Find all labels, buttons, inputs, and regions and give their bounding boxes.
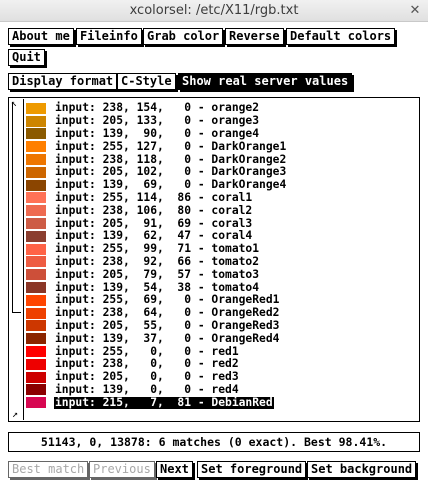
status-line: 51143, 0, 13878: 6 matches (0 exact). Be… — [8, 432, 420, 452]
list-item-text: input: 205, 55, 0 - OrangeRed3 — [55, 318, 280, 332]
set-background-button[interactable]: Set background — [307, 461, 417, 478]
list-item[interactable]: input: 255, 69, 0 - OrangeRed1 — [26, 294, 416, 307]
default-colors-button[interactable]: Default colors — [286, 28, 396, 45]
color-swatch — [26, 294, 46, 306]
list-item-text: input: 205, 102, 0 - DarkOrange3 — [55, 165, 287, 179]
color-swatch — [26, 371, 46, 383]
grab-color-button[interactable]: Grab color — [143, 28, 224, 45]
list-item-text: input: 139, 54, 38 - tomato4 — [55, 280, 260, 294]
color-swatch — [26, 128, 46, 140]
list-item[interactable]: input: 139, 37, 0 - OrangeRed4 — [26, 332, 416, 345]
list-item-text: input: 139, 62, 47 - coral4 — [55, 229, 253, 243]
color-swatch — [26, 346, 46, 358]
list-item-text: input: 238, 118, 0 - DarkOrange2 — [55, 152, 287, 166]
best-match-button[interactable]: Best match — [8, 461, 89, 478]
color-swatch — [26, 205, 46, 217]
color-swatch — [26, 397, 46, 409]
list-item[interactable]: input: 139, 62, 47 - coral4 — [26, 230, 416, 243]
list-item[interactable]: input: 139, 69, 0 - DarkOrange4 — [26, 179, 416, 192]
color-swatch — [26, 218, 46, 230]
color-swatch — [26, 230, 46, 242]
list-item-text: input: 238, 92, 66 - tomato2 — [55, 254, 260, 268]
list-item-text: input: 255, 0, 0 - red1 — [55, 344, 239, 358]
reverse-button[interactable]: Reverse — [225, 28, 284, 45]
color-swatch — [26, 115, 46, 127]
list-item[interactable]: input: 205, 133, 0 - orange3 — [26, 115, 416, 128]
scroll-top-icon: ↖ — [11, 98, 18, 109]
about-button[interactable]: About me — [8, 28, 74, 45]
scroll-bottom-icon: ↗ — [12, 409, 19, 420]
color-swatch — [26, 166, 46, 178]
color-swatch — [26, 256, 46, 268]
list-item-text: input: 255, 127, 0 - DarkOrange1 — [55, 139, 287, 153]
list-item-text: input: 238, 154, 0 - orange2 — [55, 101, 260, 115]
list-item[interactable]: input: 255, 99, 71 - tomato1 — [26, 243, 416, 256]
list-item-text: input: 139, 0, 0 - red4 — [55, 382, 239, 396]
window-title: xcolorsel: /etc/X11/rgb.txt — [129, 3, 299, 18]
list-item[interactable]: input: 238, 0, 0 - red2 — [26, 358, 416, 371]
color-swatch — [26, 154, 46, 166]
list-item-text: input: 238, 64, 0 - OrangeRed2 — [55, 306, 280, 320]
next-button[interactable]: Next — [156, 461, 193, 478]
color-swatch — [26, 243, 46, 255]
scrollbar-thumb[interactable] — [12, 103, 21, 313]
color-swatch — [26, 192, 46, 204]
list-item-text: input: 238, 0, 0 - red2 — [55, 357, 239, 371]
list-item[interactable]: input: 255, 114, 86 - coral1 — [26, 190, 416, 205]
color-swatch — [26, 307, 46, 319]
c-style-button[interactable]: C-Style — [117, 73, 176, 90]
list-item[interactable]: input: 238, 64, 0 - OrangeRed2 — [26, 307, 416, 320]
list-item[interactable]: input: 139, 54, 38 - tomato4 — [26, 281, 416, 294]
list-item[interactable]: input: 205, 0, 0 - red3 — [26, 371, 416, 384]
set-foreground-button[interactable]: Set foreground — [197, 461, 307, 478]
list-item-text: input: 205, 0, 0 - red3 — [55, 370, 239, 384]
color-swatch — [26, 269, 46, 281]
list-item[interactable]: input: 139, 90, 0 - orange4 — [26, 126, 416, 141]
color-swatch — [26, 102, 46, 114]
list-item[interactable]: input: 255, 127, 0 - DarkOrange1 — [26, 140, 416, 153]
list-item[interactable]: input: 205, 79, 57 - tomato3 — [26, 268, 416, 281]
list-item-text: input: 139, 69, 0 - DarkOrange4 — [55, 178, 287, 192]
list-item-text: input: 205, 79, 57 - tomato3 — [55, 267, 260, 281]
list-item-text: input: 215, 7, 81 - DebianRed — [54, 395, 274, 409]
display-format-button[interactable]: Display format — [8, 73, 118, 90]
color-swatch — [26, 384, 46, 396]
list-item-text: input: 205, 91, 69 - coral3 — [55, 216, 253, 230]
list-item[interactable]: input: 238, 118, 0 - DarkOrange2 — [26, 153, 416, 166]
show-real-values-toggle[interactable]: Show real server values — [178, 73, 353, 90]
list-item-text: input: 205, 133, 0 - orange3 — [55, 114, 260, 128]
list-item-text: input: 139, 37, 0 - OrangeRed4 — [55, 331, 280, 345]
window-titlebar: xcolorsel: /etc/X11/rgb.txt ✕ — [0, 0, 428, 22]
list-item[interactable]: input: 215, 7, 81 - DebianRed — [26, 396, 416, 409]
list-item[interactable]: input: 205, 91, 69 - coral3 — [26, 217, 416, 230]
list-item[interactable]: input: 238, 154, 0 - orange2 — [26, 102, 416, 115]
list-item-text: input: 238, 106, 80 - coral2 — [55, 203, 253, 217]
close-icon[interactable]: ✕ — [409, 3, 421, 18]
color-swatch — [26, 333, 46, 345]
list-item[interactable]: input: 205, 102, 0 - DarkOrange3 — [26, 166, 416, 179]
quit-button[interactable]: Quit — [8, 49, 45, 66]
fileinfo-button[interactable]: Fileinfo — [76, 28, 142, 45]
list-item-text: input: 139, 90, 0 - orange4 — [55, 126, 260, 140]
list-item[interactable]: input: 139, 0, 0 - red4 — [26, 382, 416, 397]
list-item-text: input: 255, 114, 86 - coral1 — [55, 190, 253, 204]
scrollbar[interactable]: ↖ ↗ — [10, 99, 24, 420]
list-item[interactable]: input: 238, 92, 66 - tomato2 — [26, 254, 416, 269]
color-swatch — [26, 320, 46, 332]
color-swatch — [26, 282, 46, 294]
list-item-text: input: 255, 99, 71 - tomato1 — [55, 242, 260, 256]
list-item-text: input: 255, 69, 0 - OrangeRed1 — [55, 293, 280, 307]
color-swatch — [26, 358, 46, 370]
color-swatch — [26, 141, 46, 153]
previous-button[interactable]: Previous — [89, 461, 155, 478]
color-swatch — [26, 179, 46, 191]
list-item[interactable]: input: 238, 106, 80 - coral2 — [26, 204, 416, 217]
list-item[interactable]: input: 255, 0, 0 - red1 — [26, 345, 416, 358]
list-item[interactable]: input: 205, 55, 0 - OrangeRed3 — [26, 318, 416, 333]
